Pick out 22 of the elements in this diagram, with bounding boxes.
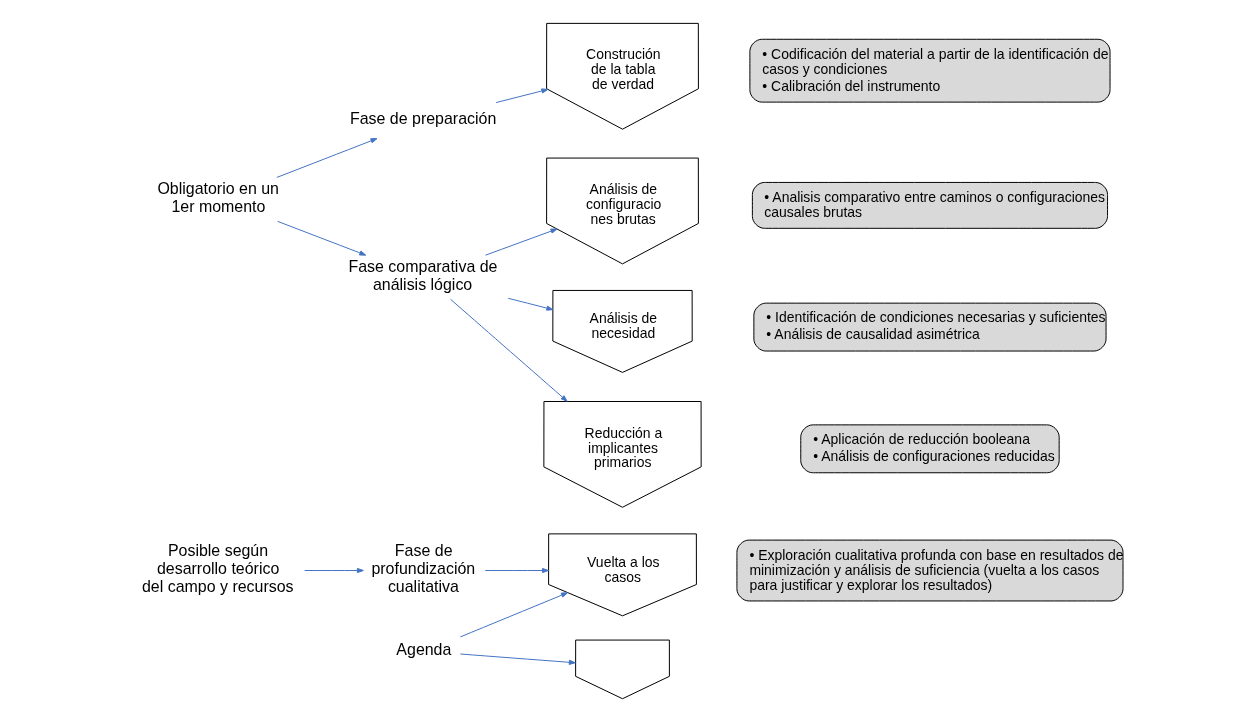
node-box: • Codificación del material a partir de la identificación de casos y condiciones • Calibración del instrumento <box>749 38 1111 103</box>
node-text: Fase comparativa de análisis lógico <box>348 258 498 293</box>
arrow <box>495 88 549 104</box>
arrow <box>485 228 558 256</box>
node-text: Posible según desarrollo teórico del campo y recursos <box>141 542 294 596</box>
arrow <box>484 567 549 574</box>
arrow <box>507 297 554 311</box>
node-box: • Identificación de condiciones necesarias y suficientes • Análisis de causalidad asimétrica <box>753 302 1107 352</box>
node-box: • Aplicación de reducción booleana • Análisis de configuraciones reducidas <box>800 424 1060 474</box>
arrow <box>304 567 364 574</box>
arrow <box>450 298 568 402</box>
node-box: • Exploración cualitativa profunda con base en resultados de minimización y análisis de suficiencia (vuelta a los casos para justificar y explorar los resultados) <box>736 539 1124 602</box>
node-box: • Analisis comparativo entre caminos o configuraciones causales brutas <box>751 181 1109 229</box>
node-text: Obligatorio en un 1er momento <box>157 180 279 216</box>
arrow <box>277 220 367 256</box>
node-chevron <box>575 639 670 700</box>
arrow <box>276 138 378 178</box>
node-text: Agenda <box>396 641 452 659</box>
arrow <box>459 592 568 638</box>
arrow <box>459 653 576 665</box>
node-text: Fase de profundización cualitativa <box>371 542 476 596</box>
node-text: Fase de preparación <box>349 110 497 128</box>
